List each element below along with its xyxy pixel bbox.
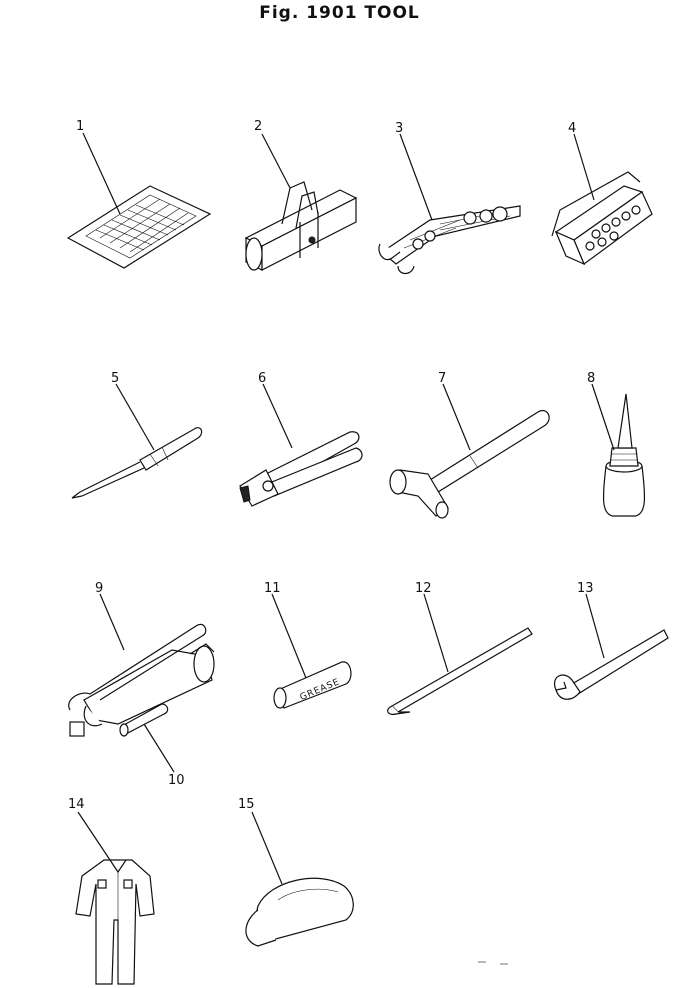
part-number-10: 10: [168, 773, 185, 788]
part-7-hammer: [389, 383, 550, 519]
part-14-coveralls: [75, 811, 155, 985]
part-8-oil-can: [591, 383, 646, 517]
part-10-nozzle-pipe: [119, 703, 175, 773]
part-number-7: 7: [438, 371, 446, 386]
part-number-8: 8: [587, 371, 595, 386]
part-3-wrench-set: [378, 133, 521, 275]
part-number-12: 12: [415, 581, 432, 596]
figure-title: Fig. 1901 TOOL: [259, 3, 420, 23]
part-number-4: 4: [568, 121, 576, 136]
part-number-1: 1: [76, 119, 84, 134]
part-5-screwdriver: [71, 383, 203, 499]
part-15-cap: [245, 811, 354, 947]
part-number-6: 6: [258, 371, 266, 386]
part-number-13: 13: [577, 581, 594, 596]
part-number-11: 11: [264, 581, 281, 596]
part-11-grease-stick: GREASE: [271, 593, 352, 709]
part-number-14: 14: [68, 797, 85, 812]
part-6-pliers: [239, 383, 363, 507]
part-number-9: 9: [95, 581, 103, 596]
part-4-socket-box: [551, 133, 653, 266]
part-number-15: 15: [238, 797, 255, 812]
part-9-grease-gun: [68, 593, 215, 737]
part-12-tire-lever: [387, 593, 533, 715]
part-2-tool-bag: [244, 133, 358, 271]
part-13-spanner: [554, 593, 669, 700]
part-1-chart-sheet: [66, 132, 212, 269]
part-number-5: 5: [111, 371, 119, 386]
part-number-2: 2: [254, 119, 262, 134]
part-number-3: 3: [395, 121, 403, 136]
